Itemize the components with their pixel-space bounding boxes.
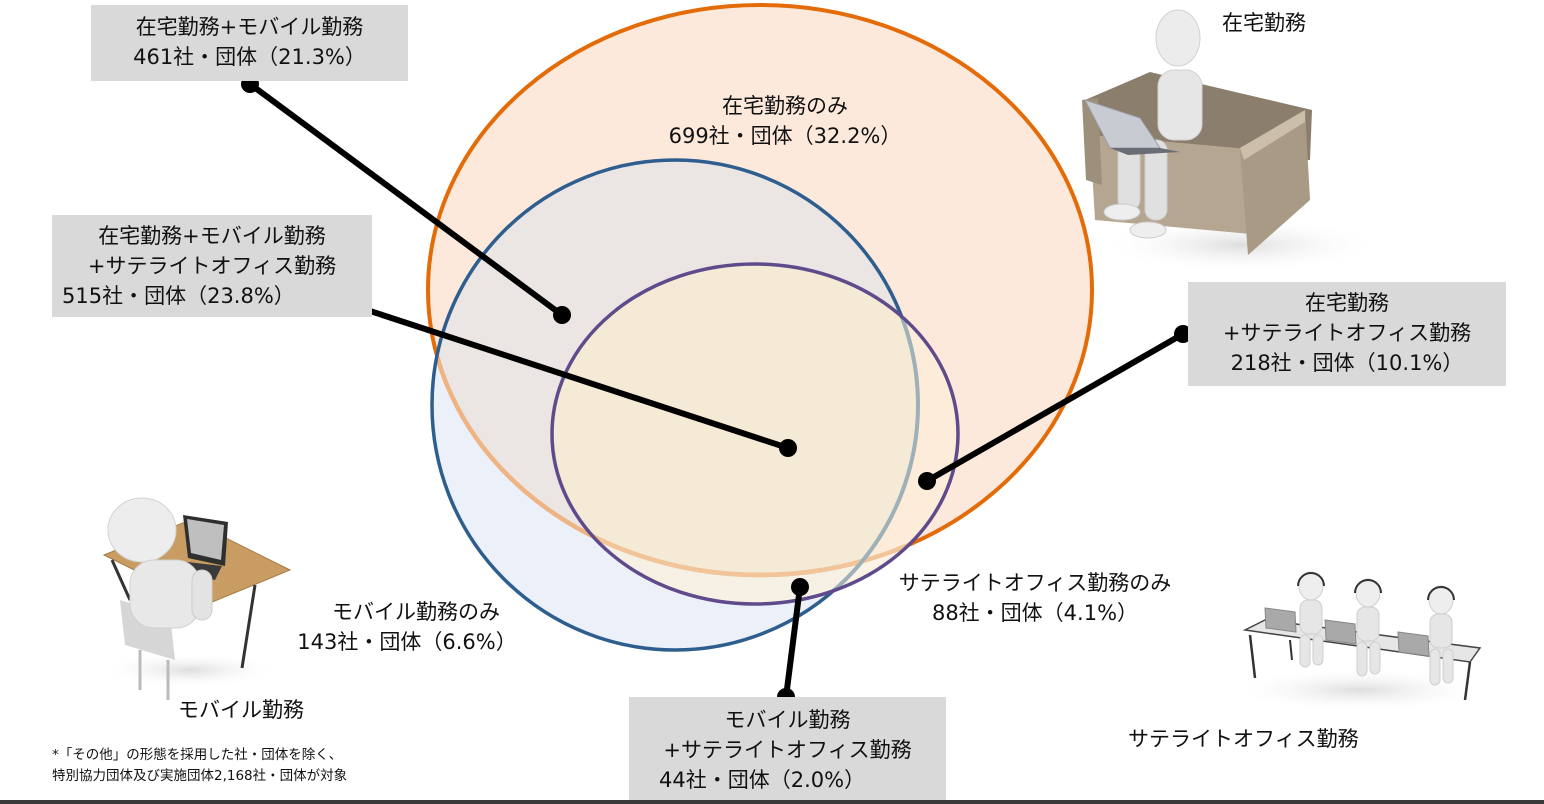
label-satellite-only-value: 88社・団体（4.1%） [931, 601, 1139, 625]
label-mobile-only-value: 143社・団体（6.6%） [297, 630, 517, 654]
label-mobile-only-title: モバイル勤務のみ [332, 600, 500, 624]
label-satellite-only: サテライトオフィス勤務のみ 88社・団体（4.1%） [895, 568, 1175, 628]
label-home-satellite-subtitle: +サテライトオフィス勤務 [1222, 321, 1472, 345]
label-all-three-subtitle: +サテライトオフィス勤務 [87, 254, 337, 278]
label-home-only-value: 699社・団体（32.2%） [668, 124, 902, 148]
venn-outlines [426, 3, 1094, 652]
dot-mobile-satellite-start [791, 578, 809, 596]
leader-mobile-satellite [783, 584, 803, 700]
label-all-three-title: 在宅勤務+モバイル勤務 [98, 224, 326, 248]
satellite-circle-outline [550, 262, 960, 606]
leader-home-mobile [247, 81, 565, 318]
home-worker-illustration [1082, 9, 1380, 273]
label-home-satellite: 在宅勤務 +サテライトオフィス勤務 218社・団体（10.1%） [1188, 282, 1506, 386]
label-all-three-value: 515社・団体（23.8%） [62, 284, 295, 308]
label-mobile-satellite-subtitle: +サテライトオフィス勤務 [663, 738, 912, 762]
dot-home-mobile-end [553, 306, 571, 324]
label-home-only: 在宅勤務のみ 699社・団体（32.2%） [640, 91, 930, 151]
venn-fills [428, 5, 1092, 650]
label-all-three: 在宅勤務+モバイル勤務 +サテライトオフィス勤務 515社・団体（23.8%） [52, 215, 372, 317]
label-mobile-satellite-value: 44社・団体（2.0%） [659, 768, 866, 792]
dot-all-three-end [779, 439, 797, 457]
dot-home-satellite-start [1174, 325, 1192, 343]
label-home-mobile-title: 在宅勤務+モバイル勤務 [135, 15, 364, 39]
label-home-satellite-title: 在宅勤務 [1305, 291, 1389, 315]
leader-all-three [355, 304, 791, 451]
footnote-line-1: *「その他」の形態を採用した社・団体を除く、 [52, 747, 343, 763]
leader-lines [247, 81, 1186, 700]
label-mobile-only: モバイル勤務のみ 143社・団体（6.6%） [282, 597, 532, 657]
caption-home: 在宅勤務 [1222, 11, 1306, 35]
footnote-line-2: 特別協力団体及び実施団体2,168社・団体が対象 [52, 768, 348, 784]
label-mobile-satellite-title: モバイル勤務 [724, 708, 851, 732]
caption-satellite: サテライトオフィス勤務 [1128, 727, 1359, 751]
bottom-rule [0, 800, 1544, 804]
mobile-worker-illustration [100, 497, 292, 700]
leader-home-satellite [924, 331, 1186, 484]
label-satellite-only-title: サテライトオフィス勤務のみ [898, 571, 1172, 595]
footnote: *「その他」の形態を採用した社・団体を除く、 特別協力団体及び実施団体2,168… [52, 745, 347, 787]
label-home-mobile-value: 461社・団体（21.3%） [133, 45, 366, 69]
label-home-only-title: 在宅勤務のみ [722, 94, 848, 118]
label-home-mobile: 在宅勤務+モバイル勤務 461社・団体（21.3%） [91, 5, 408, 81]
label-mobile-satellite: モバイル勤務 +サテライトオフィス勤務 44社・団体（2.0%） [629, 697, 946, 804]
label-home-satellite-value: 218社・団体（10.1%） [1230, 351, 1464, 375]
satellite-workers-illustration [1230, 571, 1490, 712]
caption-mobile: モバイル勤務 [178, 698, 304, 722]
dot-home-satellite-end [918, 472, 936, 490]
